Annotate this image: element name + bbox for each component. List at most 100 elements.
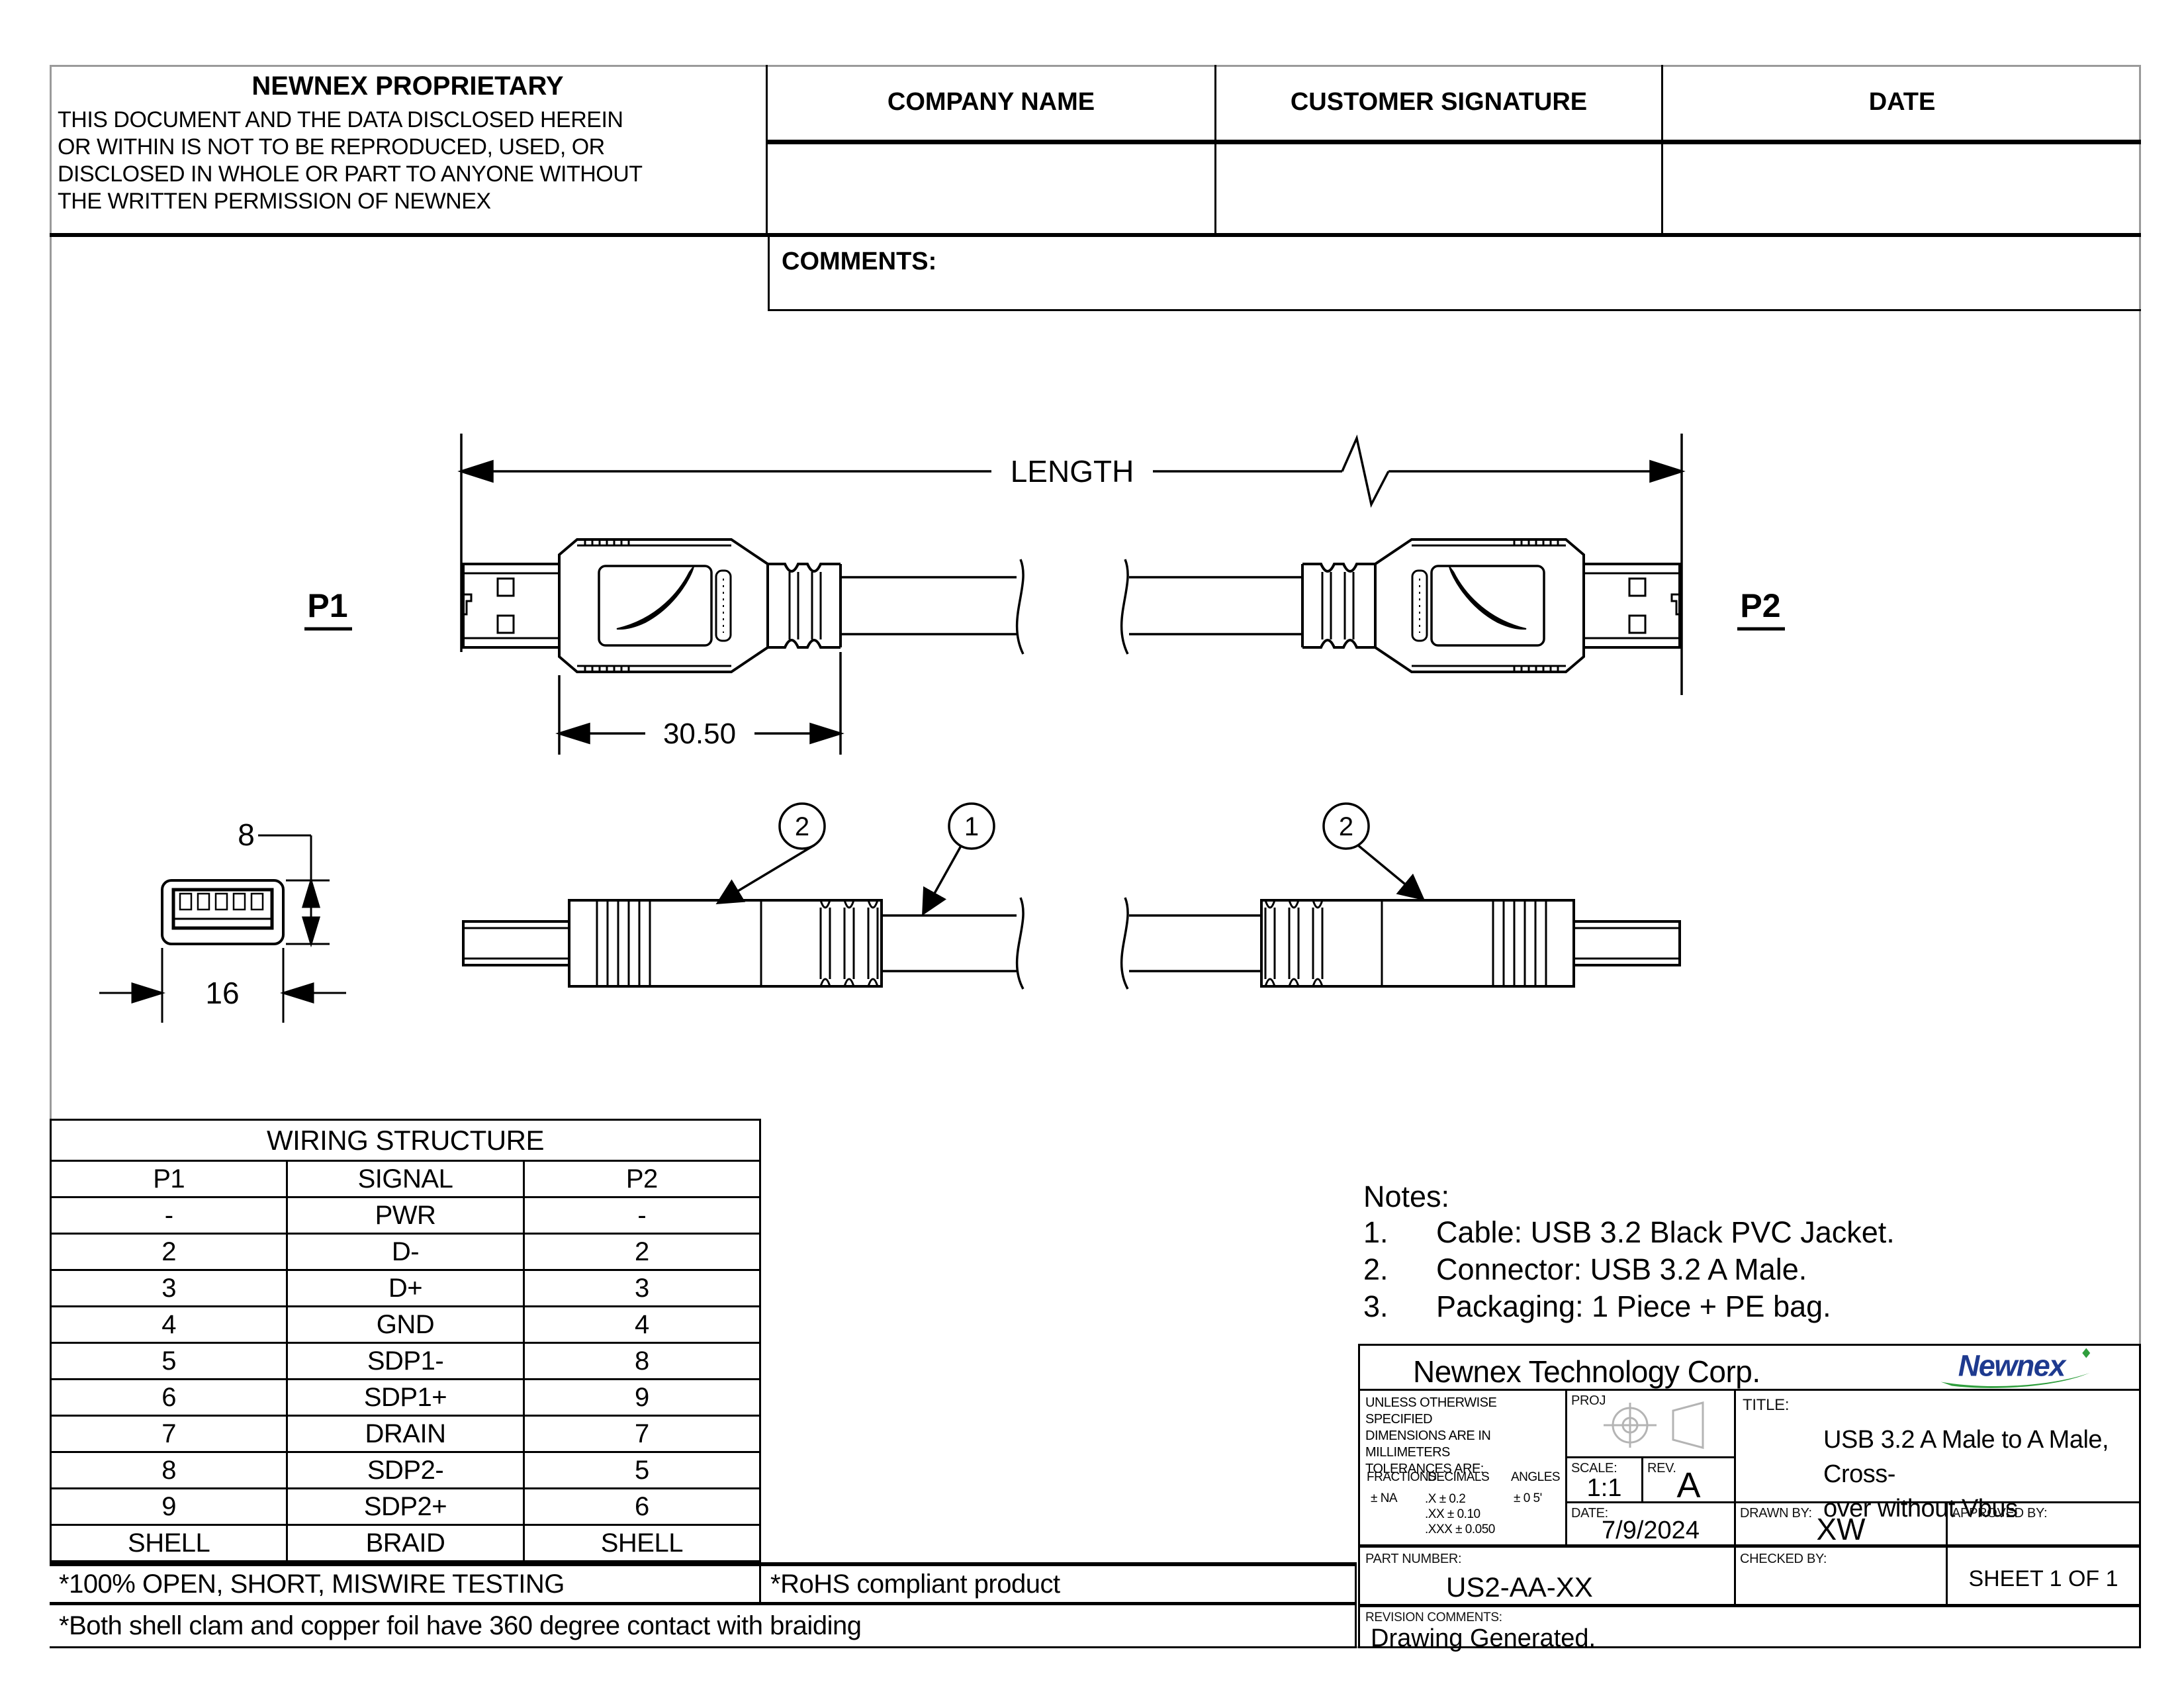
overmold-dimension: [555, 652, 844, 755]
note-item: 1. Cable: USB 3.2 Black PVC Jacket.: [1363, 1214, 2131, 1251]
cell-p1: SHELL: [49, 1524, 289, 1562]
p1-serrations: [584, 539, 630, 672]
scale-label: SCALE:: [1571, 1461, 1617, 1476]
cell-signal: SDP1+: [286, 1378, 525, 1417]
header-company-name: COMPANY NAME: [768, 65, 1214, 144]
revision-comments-row: REVISION COMMENTS: Drawing Generated.: [1360, 1604, 2139, 1652]
table-row: 6 SDP1+ 9: [49, 1378, 762, 1417]
comments-field[interactable]: COMMENTS:: [768, 237, 2141, 311]
cell-p1: 6: [49, 1378, 289, 1417]
p1-label: P1: [307, 587, 347, 624]
cable-upper: [841, 559, 1302, 655]
p2-strain-relief: [1301, 563, 1377, 649]
balloon-1: 1: [964, 812, 979, 841]
decimal-tol: .XXX ± 0.050: [1425, 1523, 1495, 1536]
cell-signal: D+: [286, 1269, 525, 1307]
p2-label: P2: [1740, 587, 1780, 624]
qa-testing-note: *100% OPEN, SHORT, MISWIRE TESTING: [50, 1562, 761, 1605]
proprietary-line: THE WRITTEN PERMISSION OF NEWNEX: [58, 189, 491, 214]
p1-connector-bare-view: [462, 899, 883, 988]
table-row: 5 SDP1- 8: [49, 1342, 762, 1380]
cell-signal: PWR: [286, 1196, 525, 1235]
angles-value: ± 0 5': [1514, 1491, 1542, 1505]
face-width-dim: [99, 948, 346, 1023]
wiring-col-p2: P2: [522, 1160, 762, 1198]
sheet-cell: SHEET 1 OF 1: [1948, 1544, 2139, 1604]
note-number: 3.: [1363, 1289, 1388, 1323]
cell-p2: 9: [522, 1378, 762, 1417]
title-block: Newnex Technology Corp. Newnex UNLESS OT…: [1358, 1344, 2141, 1652]
cell-p1: 7: [49, 1415, 289, 1453]
company-name-field[interactable]: [768, 144, 1214, 237]
proprietary-line: OR WITHIN IS NOT TO BE REPRODUCED, USED,…: [58, 134, 605, 160]
table-row: - PWR -: [49, 1196, 762, 1235]
company-name: Newnex Technology Corp.: [1413, 1354, 1760, 1389]
rev-value: A: [1676, 1466, 1701, 1505]
proprietary-text: THIS DOCUMENT AND THE DATA DISCLOSED HER…: [50, 101, 766, 215]
approved-by-cell[interactable]: APPROVED BY:: [1948, 1503, 2139, 1544]
checked-by-cell[interactable]: CHECKED BY:: [1736, 1544, 1948, 1604]
cell-p2: 4: [522, 1305, 762, 1344]
decimals-label: DECIMALS: [1428, 1470, 1490, 1484]
decimal-tol: .X ± 0.2: [1425, 1492, 1466, 1506]
cell-p1: -: [49, 1196, 289, 1235]
p1-strain-relief: [766, 563, 842, 649]
balloon-2-left: 2: [795, 812, 809, 841]
table-row: SHELL BRAID SHELL: [49, 1524, 762, 1562]
cell-p1: 4: [49, 1305, 289, 1344]
cell-p2: 8: [522, 1342, 762, 1380]
tolerance-box: UNLESS OTHERWISE SPECIFIED DIMENSIONS AR…: [1360, 1391, 1567, 1544]
cell-p1: 8: [49, 1451, 289, 1489]
rev-label: REV.: [1647, 1461, 1676, 1476]
balloon-2-right: 2: [1339, 812, 1353, 841]
cell-signal: SDP2+: [286, 1487, 525, 1526]
shell-ribs: [1264, 900, 1324, 987]
part-number-label: PART NUMBER:: [1365, 1552, 1462, 1566]
date-field[interactable]: [1661, 144, 2141, 237]
header-date: DATE: [1661, 65, 2141, 144]
sheet-value: SHEET 1 OF 1: [1968, 1566, 2118, 1591]
notes-title: Notes:: [1363, 1180, 1450, 1213]
proprietary-line: DISCLOSED IN WHOLE OR PART TO ANYONE WIT…: [58, 162, 643, 187]
wiring-structure-table: WIRING STRUCTURE P1 SIGNAL P2 - PWR - 2 …: [49, 1119, 762, 1562]
face-height-dim: [258, 834, 330, 948]
cell-p2: 7: [522, 1415, 762, 1453]
qa-rohs-note: *RoHS compliant product: [761, 1562, 1357, 1605]
wiring-col-p1: P1: [49, 1160, 289, 1198]
fractions-label: FRACTIONS: [1367, 1470, 1437, 1484]
p1-logo-panel: [598, 565, 713, 647]
length-dimension: [457, 434, 1686, 695]
p1-connector-overmold-view: [462, 538, 842, 673]
cell-signal: BRAID: [286, 1524, 525, 1562]
cell-signal: SDP2-: [286, 1451, 525, 1489]
note-text: Connector: USB 3.2 A Male.: [1436, 1252, 1807, 1286]
p1-brand-strip: [715, 569, 732, 642]
revision-comments-value: Drawing Generated.: [1371, 1624, 1596, 1652]
cell-signal: SDP1-: [286, 1342, 525, 1380]
cell-signal: D-: [286, 1233, 525, 1271]
shell-ribs: [819, 900, 879, 987]
face-view: [99, 834, 346, 1023]
projection-box: PROJ: [1567, 1391, 1736, 1458]
face-height-label: 8: [238, 818, 255, 852]
revision-comments-label: REVISION COMMENTS:: [1365, 1611, 1502, 1624]
length-dim-label: LENGTH: [1011, 454, 1134, 489]
fractions-value: ± NA: [1371, 1491, 1398, 1505]
cell-p2: -: [522, 1196, 762, 1235]
newnex-logo: Newnex: [1940, 1348, 2091, 1388]
cell-p1: 2: [49, 1233, 289, 1271]
balloon-callouts: [715, 802, 1426, 916]
crimp-serrations: [1492, 900, 1547, 986]
part-number-cell: PART NUMBER: US2-AA-XX: [1360, 1544, 1736, 1604]
cable-lower: [882, 897, 1261, 990]
note-text: Packaging: 1 Piece + PE bag.: [1436, 1289, 1831, 1323]
notes-block: Notes: 1. Cable: USB 3.2 Black PVC Jacke…: [1363, 1180, 2131, 1325]
cell-p2: 6: [522, 1487, 762, 1526]
newnex-logo-diamond-icon: [2082, 1348, 2091, 1358]
drawn-by-cell: DRAWN BY: XW: [1736, 1503, 1948, 1546]
p2-logo-panel: [1430, 565, 1545, 647]
customer-signature-field[interactable]: [1214, 144, 1661, 237]
face-width-label: 16: [205, 976, 239, 1010]
title-label: TITLE:: [1743, 1396, 1790, 1414]
note-item: 2. Connector: USB 3.2 A Male.: [1363, 1251, 2131, 1288]
